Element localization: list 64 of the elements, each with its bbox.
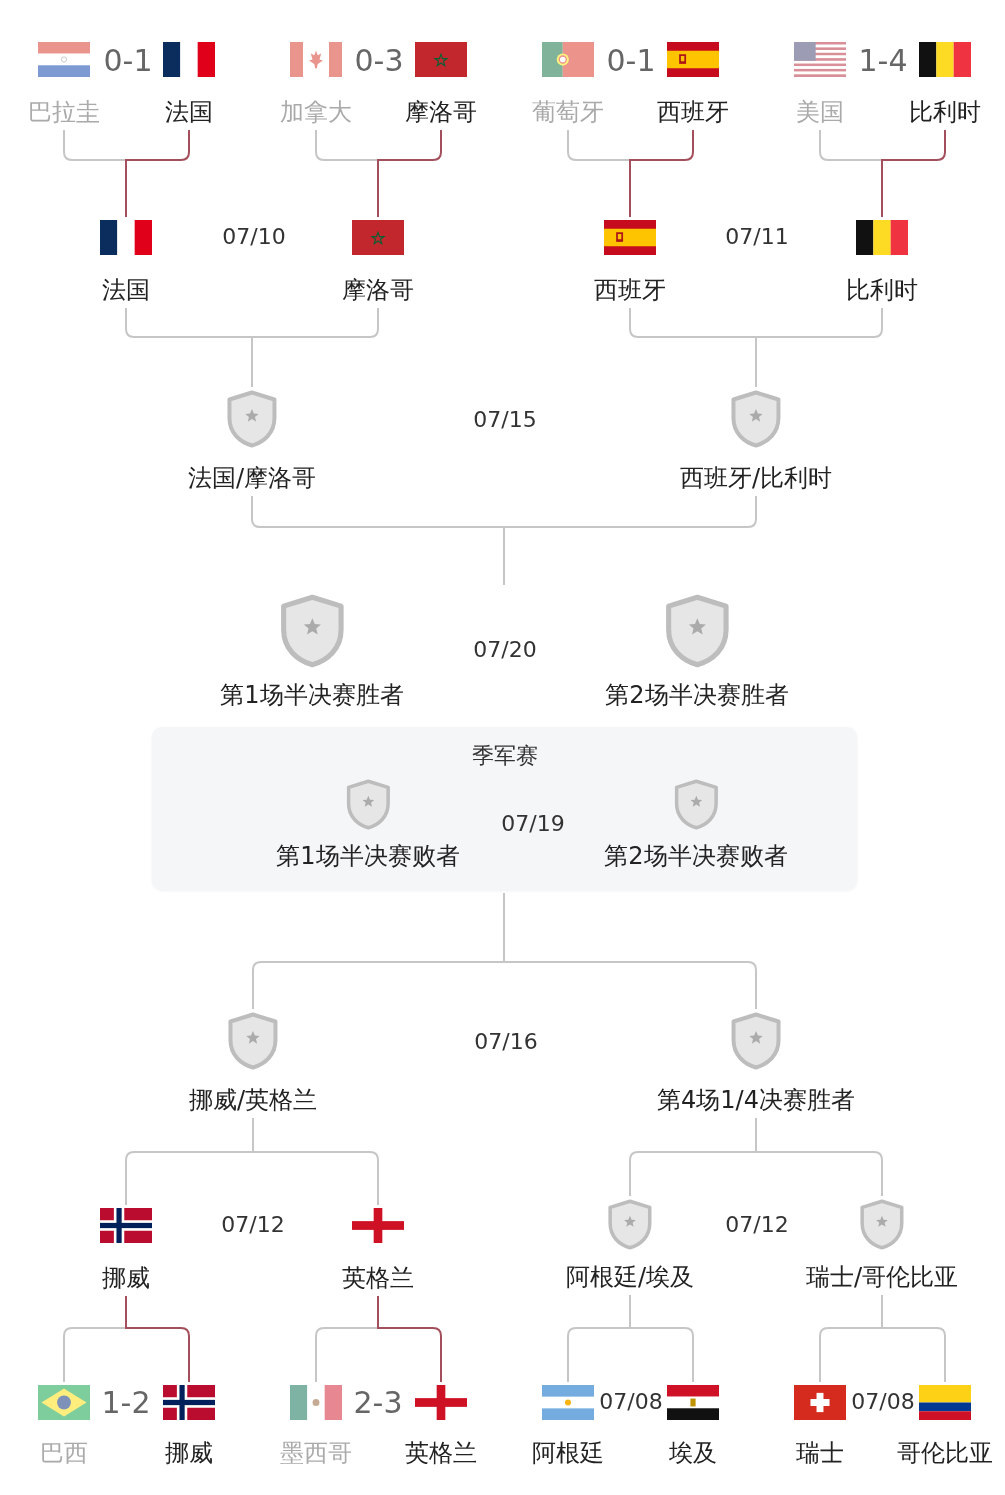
bracket-line [755, 1117, 883, 1197]
team-name: 哥伦比亚 [897, 1438, 993, 1468]
team-name: 英格兰 [405, 1438, 477, 1468]
placeholder-name: 第1场半决赛败者 [276, 841, 460, 871]
date-label: 07/11 [725, 224, 789, 250]
date-label: 07/20 [473, 637, 537, 663]
team-name: 美国 [796, 97, 844, 127]
team-name: 挪威 [102, 1263, 150, 1293]
bracket-line [252, 1117, 379, 1206]
team-name: 瑞士 [796, 1438, 844, 1468]
team-name: 法国 [102, 275, 150, 305]
team-name: 比利时 [846, 275, 918, 305]
team-name: 法国 [165, 97, 213, 127]
bracket-line [881, 1294, 946, 1383]
date-label: 07/19 [501, 811, 565, 837]
placeholder-name: 阿根廷/埃及 [565, 1262, 695, 1292]
date-label: 07/08 [851, 1389, 915, 1415]
date-label: 07/12 [725, 1212, 789, 1238]
bracket-line [629, 129, 694, 218]
placeholder-name: 西班牙/比利时 [679, 463, 833, 493]
team-name: 英格兰 [342, 1263, 414, 1293]
score-label: 2-3 [353, 1385, 403, 1419]
team-name: 摩洛哥 [342, 275, 414, 305]
bracket-line [503, 495, 757, 586]
bracket-line [755, 307, 883, 388]
panel-title: 季军赛 [471, 742, 538, 770]
date-label: 07/12 [221, 1212, 285, 1238]
bracket-line [629, 1294, 694, 1383]
placeholder-name: 第4场1/4决赛胜者 [657, 1085, 855, 1115]
bracket-line [125, 1295, 190, 1383]
bracket-line [377, 129, 442, 218]
bracket-line [377, 1295, 442, 1383]
third-place-panel [152, 727, 857, 890]
placeholder-name: 第2场半决赛胜者 [605, 680, 789, 710]
team-name: 加拿大 [280, 97, 352, 127]
bracket-line [503, 892, 757, 1010]
bracket-line [881, 129, 946, 218]
team-name: 比利时 [909, 97, 981, 127]
team-name: 阿根廷 [532, 1438, 604, 1468]
team-name: 挪威 [165, 1438, 213, 1468]
team-name: 巴西 [40, 1438, 88, 1468]
score-label: 1-2 [101, 1385, 151, 1419]
date-label: 07/15 [473, 407, 537, 433]
placeholder-name: 挪威/英格兰 [188, 1085, 318, 1115]
bracket-line [251, 307, 379, 388]
team-name: 墨西哥 [280, 1438, 352, 1468]
bracket-line [125, 129, 190, 218]
score-label: 1-4 [858, 43, 908, 77]
team-name: 西班牙 [657, 97, 729, 127]
team-name: 葡萄牙 [532, 97, 604, 127]
score-label: 0-1 [606, 43, 656, 77]
date-label: 07/08 [599, 1389, 663, 1415]
placeholder-name: 第1场半决赛胜者 [220, 680, 404, 710]
team-name: 西班牙 [594, 275, 666, 305]
score-label: 0-3 [354, 43, 404, 77]
placeholder-name: 瑞士/哥伦比亚 [805, 1262, 959, 1292]
placeholder-name: 第2场半决赛败者 [604, 841, 788, 871]
team-name: 埃及 [669, 1438, 717, 1468]
placeholder-name: 法国/摩洛哥 [187, 463, 317, 493]
team-name: 摩洛哥 [405, 97, 477, 127]
date-label: 07/10 [222, 224, 286, 250]
date-label: 07/16 [474, 1029, 538, 1055]
score-label: 0-1 [103, 43, 153, 77]
team-name: 巴拉圭 [28, 97, 100, 127]
